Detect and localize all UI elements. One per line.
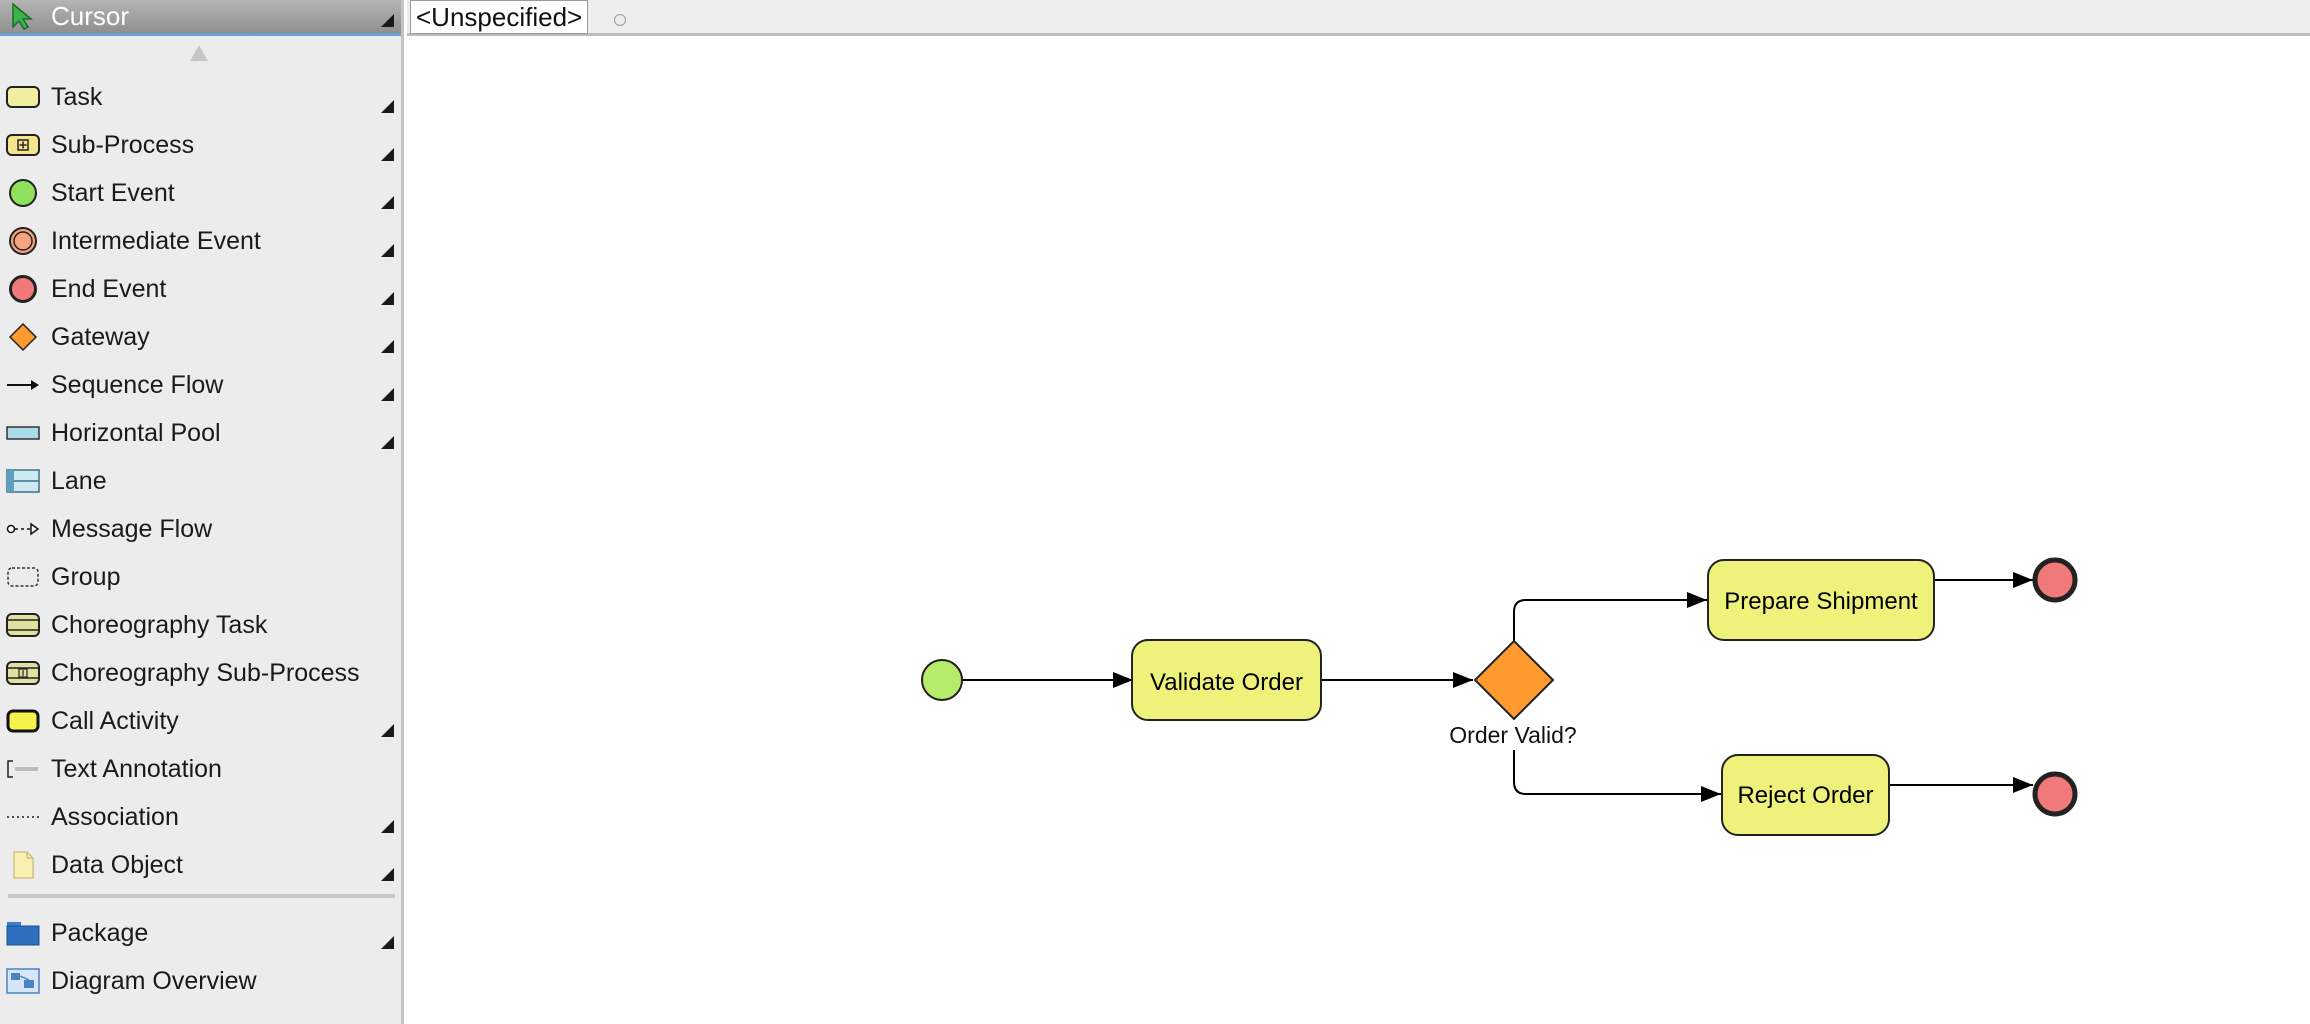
- data-object-icon: [6, 851, 40, 879]
- palette-item-label: Message Flow: [51, 514, 213, 543]
- palette-item-message-flow[interactable]: Message Flow: [0, 507, 401, 551]
- palette-item-text-annotation[interactable]: Text Annotation: [0, 747, 401, 791]
- more-options-icon[interactable]: [381, 100, 394, 113]
- call-activity-icon: [6, 707, 40, 735]
- task-validate-order[interactable]: Validate Order: [1131, 639, 1322, 721]
- palette-scroll-up-icon[interactable]: [190, 45, 208, 61]
- palette-item-end-event[interactable]: End Event: [0, 267, 401, 311]
- sub-process-icon: [6, 131, 40, 159]
- palette-item-gateway[interactable]: Gateway: [0, 315, 401, 359]
- palette-item-choreography-sub-process[interactable]: Choreography Sub-Process: [0, 651, 401, 695]
- palette-cursor-label: Cursor: [51, 1, 130, 31]
- start-event-icon: [6, 179, 40, 207]
- palette-item-call-activity[interactable]: Call Activity: [0, 699, 401, 743]
- palette-item-intermediate-event[interactable]: Intermediate Event: [0, 219, 401, 263]
- palette-item-label: Group: [51, 562, 121, 591]
- gateway-label: Order Valid?: [1449, 722, 1576, 748]
- palette-item-label: Data Object: [51, 850, 184, 879]
- palette-item-association[interactable]: Association: [0, 795, 401, 839]
- more-options-icon[interactable]: [381, 724, 394, 737]
- task-label: Validate Order: [1150, 669, 1303, 696]
- search-icon[interactable]: [614, 14, 626, 26]
- diagram-canvas[interactable]: <Unspecified> Validate Order Order Valid…: [407, 0, 2310, 1024]
- more-options-icon[interactable]: [381, 936, 394, 949]
- horizontal-pool-icon: [6, 419, 40, 447]
- sequence-flow-gateway-to-reject[interactable]: [1513, 750, 1721, 802]
- more-options-icon[interactable]: [381, 148, 394, 161]
- cursor-arrow-icon: [6, 2, 40, 30]
- palette-item-data-object[interactable]: Data Object: [0, 843, 401, 887]
- more-options-icon[interactable]: [381, 820, 394, 833]
- task-label: Prepare Shipment: [1724, 588, 1918, 615]
- palette-separator: [8, 894, 395, 898]
- palette-item-label: Package: [51, 918, 149, 947]
- palette-item-label: Intermediate Event: [51, 226, 261, 255]
- palette-item-lane[interactable]: Lane: [0, 459, 401, 503]
- task-reject-order[interactable]: Reject Order: [1721, 754, 1890, 836]
- palette-item-label: Association: [51, 802, 179, 831]
- task-label: Reject Order: [1737, 782, 1873, 809]
- palette-item-diagram-overview[interactable]: Diagram Overview: [0, 959, 401, 1003]
- palette-item-start-event[interactable]: Start Event: [0, 171, 401, 215]
- choreography-sub-process-icon: [6, 659, 40, 687]
- palette-item-horizontal-pool[interactable]: Horizontal Pool: [0, 411, 401, 455]
- sequence-flow-gateway-to-prepare[interactable]: [1513, 592, 1707, 641]
- diagram-palette: Cursor Task Sub-Process Start Event Inte…: [0, 0, 404, 1024]
- more-options-icon[interactable]: [381, 388, 394, 401]
- more-options-icon[interactable]: [381, 196, 394, 209]
- palette-item-package[interactable]: Package: [0, 911, 401, 955]
- palette-item-label: Text Annotation: [51, 754, 222, 783]
- gateway-icon: [6, 322, 40, 352]
- palette-item-label: Lane: [51, 466, 107, 495]
- palette-item-label: Choreography Task: [51, 610, 268, 639]
- palette-item-label: Sub-Process: [51, 130, 195, 159]
- more-options-icon[interactable]: [381, 292, 394, 305]
- text-annotation-icon: [6, 755, 40, 783]
- more-options-icon[interactable]: [381, 436, 394, 449]
- palette-item-label: End Event: [51, 274, 167, 303]
- more-options-icon[interactable]: [381, 868, 394, 881]
- diagram-toolbar: <Unspecified>: [407, 0, 2310, 36]
- message-flow-icon: [6, 515, 40, 543]
- more-options-icon[interactable]: [381, 14, 394, 27]
- task-icon: [6, 83, 40, 111]
- palette-item-choreography-task[interactable]: Choreography Task: [0, 603, 401, 647]
- end-event-icon: [6, 275, 40, 303]
- intermediate-event-icon: [6, 227, 40, 255]
- view-selector[interactable]: <Unspecified>: [410, 0, 589, 34]
- end-event-shipment[interactable]: [2032, 557, 2078, 603]
- more-options-icon[interactable]: [381, 340, 394, 353]
- palette-cursor[interactable]: Cursor: [0, 0, 401, 36]
- package-icon: [6, 919, 40, 947]
- task-prepare-shipment[interactable]: Prepare Shipment: [1707, 559, 1935, 641]
- palette-item-label: Diagram Overview: [51, 966, 257, 995]
- palette-item-label: Sequence Flow: [51, 370, 224, 399]
- palette-item-sub-process[interactable]: Sub-Process: [0, 123, 401, 167]
- bpmn-diagram: Validate Order Order Valid? Prepare Ship…: [921, 557, 2078, 836]
- group-icon: [6, 563, 40, 591]
- palette-item-group[interactable]: Group: [0, 555, 401, 599]
- sequence-flow-icon: [6, 371, 40, 399]
- palette-item-label: Call Activity: [51, 706, 179, 735]
- palette-item-label: Horizontal Pool: [51, 418, 221, 447]
- palette-item-label: Task: [51, 82, 103, 111]
- palette-item-label: Gateway: [51, 322, 150, 351]
- association-icon: [6, 803, 40, 831]
- diagram-overview-icon: [6, 967, 40, 995]
- lane-icon: [6, 467, 40, 495]
- palette-item-task[interactable]: Task: [0, 75, 401, 119]
- palette-item-sequence-flow[interactable]: Sequence Flow: [0, 363, 401, 407]
- start-event[interactable]: [921, 659, 963, 701]
- palette-item-label: Choreography Sub-Process: [51, 658, 360, 687]
- gateway-order-valid[interactable]: [1473, 639, 1555, 721]
- end-event-rejected[interactable]: [2032, 771, 2078, 817]
- more-options-icon[interactable]: [381, 244, 394, 257]
- choreography-task-icon: [6, 611, 40, 639]
- palette-item-label: Start Event: [51, 178, 175, 207]
